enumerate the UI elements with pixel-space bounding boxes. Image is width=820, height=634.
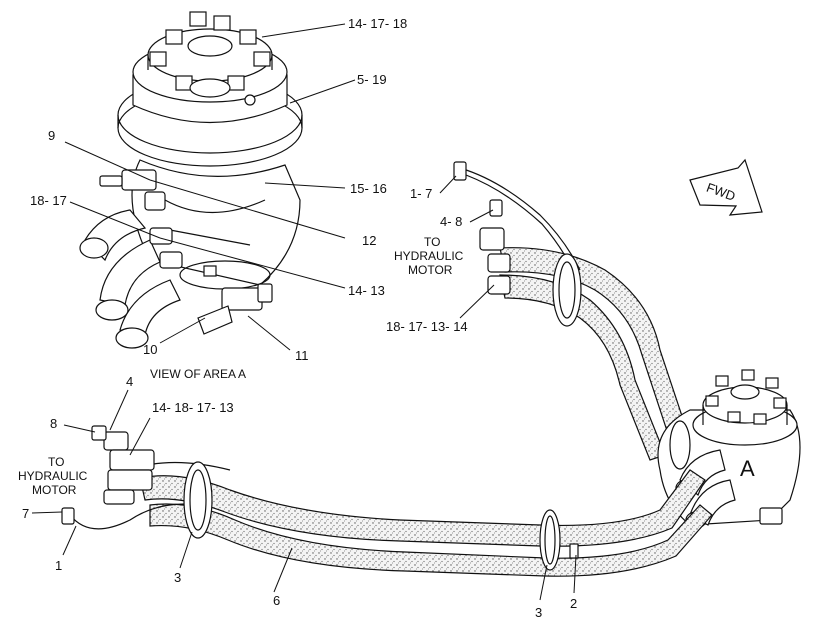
callout-7: 7 [22,506,29,521]
side-fittings [99,169,273,335]
callout-4: 4 [126,374,133,389]
forward-arrow: FWD [689,158,763,216]
callout-10: 10 [143,342,157,357]
to-motor-right-line3: MOTOR [408,263,453,277]
callout-8: 8 [50,416,57,431]
clamp-upper [552,253,582,327]
upper-right-hose-routing [453,161,691,461]
callout-4-8: 4- 8 [440,214,462,229]
callout-14-13: 14- 13 [348,283,385,298]
callout-18-17-13-14: 18- 17- 13- 14 [386,319,468,334]
callout-12: 12 [362,233,376,248]
clamp-lower-mid [539,509,561,571]
callout-2: 2 [570,596,577,611]
callout-11: 11 [295,348,309,363]
callout-18-17: 18- 17 [30,193,67,208]
to-motor-left-line1: TO [48,455,64,469]
cap-bolts [149,11,271,106]
drive-assembly-detail [79,11,303,349]
notes: VIEW OF AREA A TO HYDRAULIC MOTOR TO HYD… [18,235,464,497]
callout-9: 9 [48,128,55,143]
clamp-right [669,420,691,470]
clamp-lower-left [183,461,213,539]
hose-bundle-lower [139,469,706,547]
area-letter: A [740,456,755,481]
to-motor-right-line2: HYDRAULIC [394,249,464,263]
callout-3-left: 3 [174,570,181,585]
callout-6: 6 [273,593,280,608]
callout-1-7: 1- 7 [410,186,432,201]
callout-5-19: 5- 19 [357,72,387,87]
fitting-1-7 [453,161,467,181]
callout-labels: 14- 17- 18 5- 19 9 18- 17 15- 16 12 14- … [22,16,577,620]
callout-1: 1 [55,558,62,573]
callout-14-17-18: 14- 17- 18 [348,16,407,31]
fitting-8 [91,425,107,441]
to-motor-right-line1: TO [424,235,440,249]
fitting-7 [61,507,75,525]
to-motor-left-line2: HYDRAULIC [18,469,88,483]
to-motor-left-line3: MOTOR [32,483,77,497]
lower-hose-routing [61,425,713,577]
callout-14-18-17-13: 14- 18- 17- 13 [152,400,234,415]
callout-15-16: 15- 16 [350,181,387,196]
view-of-area-label: VIEW OF AREA A [150,367,246,381]
callout-3-right: 3 [535,605,542,620]
fitting-4 [103,431,129,451]
leader-lines [31,23,577,601]
